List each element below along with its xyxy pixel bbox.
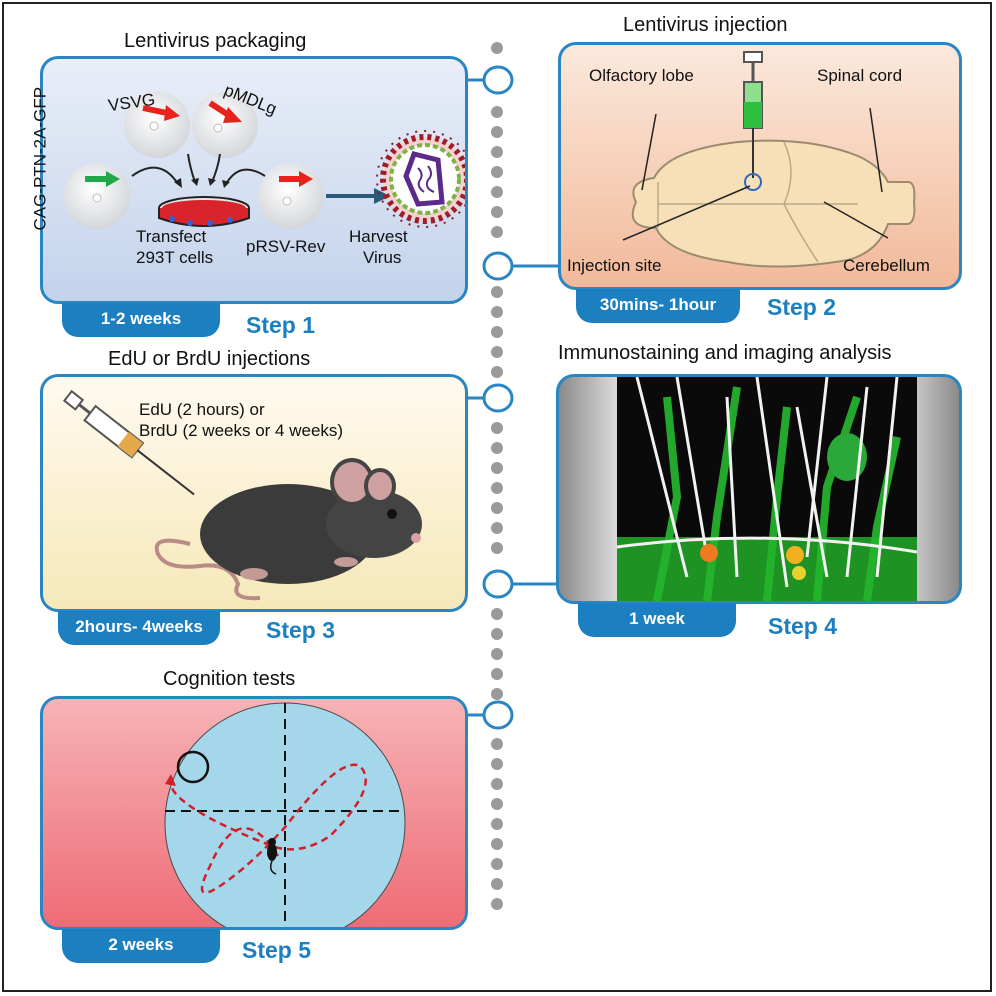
- step3-duration-badge: 2hours- 4weeks: [58, 611, 220, 645]
- spinal-cord-label: Spinal cord: [817, 66, 903, 85]
- mouse-injection-illustration: [62, 389, 422, 601]
- plasmid-prsv-rev: [258, 163, 324, 229]
- cerebellum-label: Cerebellum: [843, 256, 930, 275]
- step4-panel: [556, 374, 962, 604]
- brain-injection-illustration: [622, 51, 916, 268]
- plasmid-pmdlg: [192, 92, 258, 158]
- step4-label: Step 4: [768, 613, 838, 639]
- olfactory-lobe-label: Olfactory lobe: [589, 66, 694, 85]
- mouse-brain-icon: [631, 139, 916, 268]
- transfect-label-1: Transfect: [136, 227, 207, 246]
- virus-particle-icon: [376, 130, 465, 228]
- harvest-label-2: Virus: [363, 248, 402, 267]
- platform-circle: [176, 750, 210, 784]
- step2-label: Step 2: [767, 294, 837, 320]
- step1-title: Lentivirus packaging: [124, 30, 307, 52]
- leader-lines: [622, 107, 889, 241]
- timeline-connectors: [465, 65, 560, 730]
- immunostaining-image: [617, 377, 917, 601]
- lentivirus-packaging-illustration: [64, 92, 465, 229]
- step5-panel: [40, 696, 468, 930]
- step1-panel: VSVG pMDLg Transfect 293T cells pRSV-Rev…: [40, 56, 468, 304]
- step3-label: Step 3: [266, 617, 336, 643]
- mouse-icon: [267, 838, 277, 875]
- syringe-icon: [62, 389, 195, 496]
- step3-panel: EdU (2 hours) or BrdU (2 weeks or 4 week…: [40, 374, 468, 612]
- transfect-label-2: 293T cells: [136, 248, 214, 267]
- step5-duration-badge: 2 weeks: [62, 929, 220, 963]
- culture-dish-icon: [158, 196, 250, 227]
- injection-site-label: Injection site: [567, 256, 662, 275]
- dendrites-white: [617, 377, 917, 588]
- step5-label: Step 5: [242, 937, 312, 963]
- step2-duration-badge: 30mins- 1hour: [576, 289, 740, 323]
- swim-path: [168, 763, 367, 894]
- step3-title: EdU or BrdU injections: [108, 348, 311, 370]
- step2-panel: Olfactory lobe Spinal cord Injection sit…: [558, 42, 962, 290]
- step4-title: Immunostaining and imaging analysis: [558, 342, 892, 364]
- water-maze-illustration: [164, 702, 406, 927]
- step2-title: Lentivirus injection: [623, 14, 788, 36]
- plasmid-cag-ptn: [64, 163, 130, 229]
- timeline-dots: [491, 42, 503, 910]
- syringe-icon: [743, 51, 763, 191]
- brdu-label: BrdU (2 weeks or 4 weeks): [139, 421, 344, 440]
- edu-label: EdU (2 hours) or: [139, 400, 265, 419]
- step4-duration-badge: 1 week: [578, 603, 736, 637]
- prsv-rev-label: pRSV-Rev: [246, 237, 326, 256]
- harvest-label-1: Harvest: [349, 227, 408, 246]
- mouse-icon: [154, 458, 422, 601]
- cag-ptn-label: CAG-PTN-2A-GFP: [30, 86, 50, 231]
- plasmid-vsvg: [124, 92, 190, 158]
- step1-duration-badge: 1-2 weeks: [62, 303, 220, 337]
- step5-title: Cognition tests: [163, 668, 296, 690]
- quadrant-lines: [165, 703, 405, 927]
- step1-label: Step 1: [246, 312, 316, 338]
